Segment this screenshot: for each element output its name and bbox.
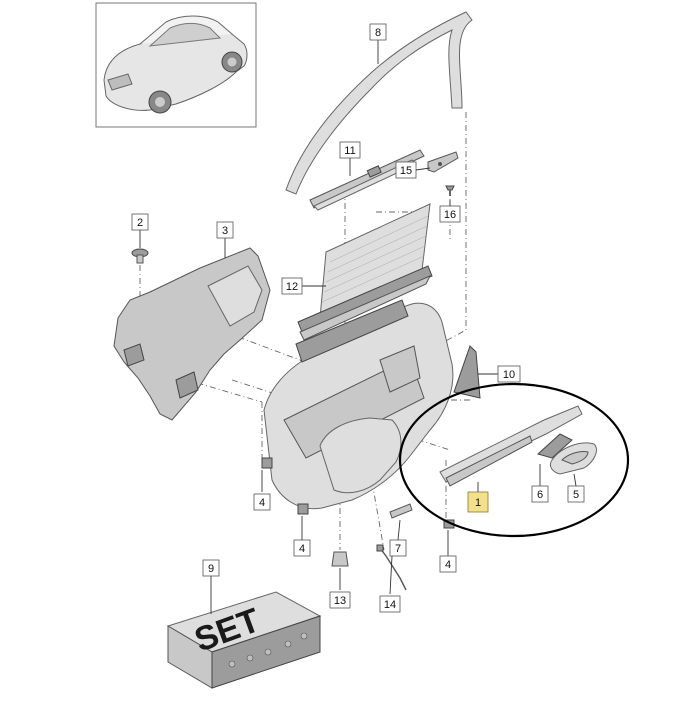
part-4-clip-b[interactable] [297, 503, 309, 515]
car-thumbnail-icon [103, 15, 248, 114]
callout-12[interactable]: 12 [281, 277, 303, 295]
door-trim-panel[interactable] [263, 299, 454, 510]
kit-fastener-icons [228, 632, 308, 668]
part-9-set-kit[interactable]: SET [166, 591, 322, 689]
svg-text:15: 15 [400, 165, 412, 177]
svg-text:9: 9 [208, 563, 214, 575]
leader-lines [139, 40, 577, 614]
callout-8[interactable]: 8 [369, 23, 387, 41]
part-15-bracket[interactable] [427, 151, 459, 173]
svg-text:6: 6 [537, 489, 543, 501]
part-5-handle-bezel[interactable] [549, 442, 597, 475]
callout-16[interactable]: 16 [439, 205, 461, 223]
callout-11[interactable]: 11 [339, 141, 361, 159]
svg-text:7: 7 [395, 543, 401, 555]
part-3-insulation-panel[interactable] [113, 247, 271, 421]
svg-text:14: 14 [384, 599, 396, 611]
part-13-clip[interactable] [331, 551, 349, 567]
svg-text:2: 2 [137, 217, 143, 229]
callout-2[interactable]: 2 [131, 213, 149, 231]
part-4-clip-a[interactable] [261, 457, 273, 469]
part-14-cable[interactable] [376, 544, 407, 591]
svg-text:1: 1 [475, 497, 481, 509]
svg-text:12: 12 [286, 281, 298, 293]
callout-6[interactable]: 6 [531, 485, 549, 503]
callout-10[interactable]: 10 [497, 365, 521, 383]
part-12-sunshade[interactable] [297, 203, 433, 341]
svg-text:4: 4 [259, 497, 265, 509]
part-16-screw[interactable] [445, 185, 455, 196]
part-1-armrest-trim[interactable] [439, 405, 583, 487]
callout-1[interactable]: 1 [467, 491, 489, 513]
part-11-window-rail[interactable] [309, 149, 425, 211]
callouts: 8 11 15 16 2 3 12 10 [131, 23, 585, 613]
part-8-window-trim[interactable] [285, 11, 473, 195]
callout-7[interactable]: 7 [389, 539, 407, 557]
svg-text:16: 16 [444, 209, 456, 221]
svg-text:5: 5 [573, 489, 579, 501]
callout-15[interactable]: 15 [395, 161, 417, 179]
svg-text:8: 8 [375, 27, 381, 39]
callout-13[interactable]: 13 [329, 591, 351, 609]
part-6-small-cover[interactable] [536, 433, 573, 459]
callout-4-b[interactable]: 4 [293, 539, 311, 557]
callout-5[interactable]: 5 [567, 485, 585, 503]
svg-text:11: 11 [344, 145, 355, 157]
svg-text:13: 13 [334, 595, 346, 607]
part-2-clip[interactable] [131, 248, 149, 264]
svg-text:3: 3 [222, 225, 228, 237]
callout-4-c[interactable]: 4 [439, 555, 457, 573]
callout-4-a[interactable]: 4 [253, 493, 271, 511]
part-10-triangle-trim[interactable] [453, 345, 481, 399]
svg-text:10: 10 [503, 369, 515, 381]
highlight-circle [398, 382, 630, 538]
callout-14[interactable]: 14 [379, 595, 401, 613]
part-7-bracket[interactable] [389, 503, 413, 519]
svg-text:4: 4 [299, 543, 305, 555]
vehicle-inset[interactable] [95, 2, 257, 128]
svg-text:4: 4 [445, 559, 451, 571]
callout-9[interactable]: 9 [202, 559, 220, 577]
callout-3[interactable]: 3 [216, 221, 234, 239]
